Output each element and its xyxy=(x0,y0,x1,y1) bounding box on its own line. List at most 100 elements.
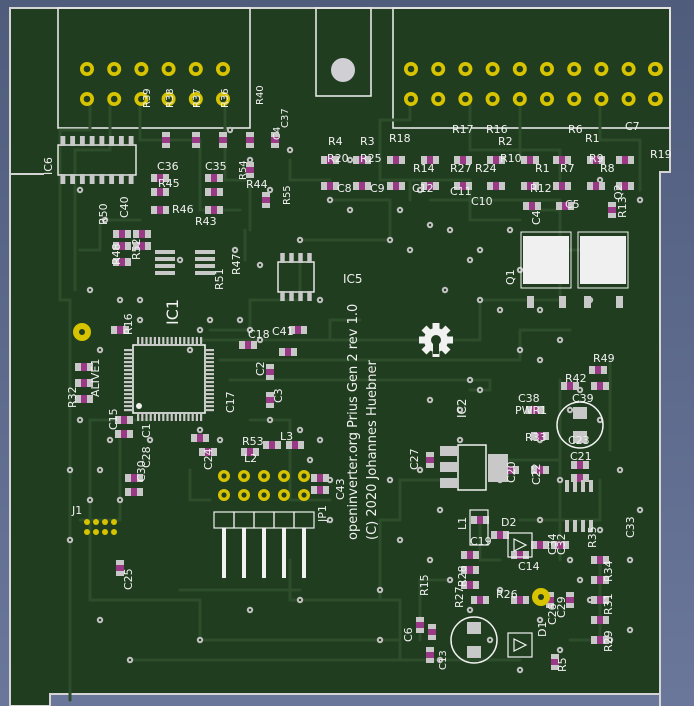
silk-label: R38 xyxy=(165,88,176,108)
electrolytic-cap-1 xyxy=(450,616,498,664)
inductor-l1 xyxy=(469,509,489,546)
smd-pad-37a xyxy=(616,182,622,190)
opamp-pad-1-1 xyxy=(195,257,215,261)
silk-label: C41 xyxy=(272,325,294,338)
trace-0 xyxy=(58,98,92,702)
smd-pad-34a xyxy=(587,156,593,164)
smd-pad-26a xyxy=(454,156,460,164)
smd-pad-89a xyxy=(239,341,245,349)
smd-pad-43a xyxy=(591,382,597,390)
silk-label: R34 xyxy=(602,560,615,582)
silk-label: R48 xyxy=(110,243,123,265)
trace-21 xyxy=(78,438,122,522)
silk-label: R12 xyxy=(530,182,552,195)
small-ic-pad-1-0 xyxy=(565,520,569,532)
silk-label: C23 xyxy=(568,434,590,447)
smd-pad-53a xyxy=(591,556,597,564)
smd-pad-9a xyxy=(151,206,157,214)
diode-2 xyxy=(507,632,533,658)
silk-label: R14 xyxy=(413,162,435,175)
small-ic-pad-1-3 xyxy=(589,520,593,532)
smd-pad-92a xyxy=(289,326,295,334)
silk-label: L2 xyxy=(244,452,257,465)
silk-label: C22 xyxy=(530,463,543,485)
silk-label: R33 xyxy=(525,431,547,444)
silk-label: R37 xyxy=(192,88,203,108)
silk-label: R32 xyxy=(66,386,79,408)
smd-pad-79a xyxy=(191,434,197,442)
silk-label: C29 xyxy=(555,596,568,618)
trace-11 xyxy=(218,328,572,362)
silk-label: C4 xyxy=(272,127,283,140)
silk-label: R16 xyxy=(486,123,508,136)
smd-pad-11a xyxy=(246,162,254,167)
small-ic-pad-0-1 xyxy=(573,480,577,492)
silk-label: R7 xyxy=(560,162,575,175)
j1-pin-top-2 xyxy=(102,519,108,525)
silk-label: C13 xyxy=(438,650,449,670)
opamp-pad-0-1 xyxy=(155,257,175,261)
silk-label: C30 xyxy=(135,460,148,482)
j1-pin-top-0 xyxy=(84,519,90,525)
silk-label: C18 xyxy=(248,328,270,341)
oshw-logo xyxy=(419,323,453,357)
silk-label: IC6 xyxy=(42,157,55,175)
silk-label: C10 xyxy=(471,195,493,208)
silk-label: C32 xyxy=(555,533,568,555)
connector-right-outline xyxy=(392,7,671,129)
ic5-footprint xyxy=(277,261,315,293)
smd-pad-74a xyxy=(75,395,81,403)
smd-pad-83a xyxy=(286,441,292,449)
silk-label: R19 xyxy=(650,148,672,161)
silk-label: R49 xyxy=(593,352,615,365)
silk-label: R13 xyxy=(616,196,629,218)
smd-pad-39a xyxy=(523,202,529,210)
silk-label: C40 xyxy=(118,196,131,218)
silk-label: R28 xyxy=(456,565,469,587)
small-ic-pad-0-2 xyxy=(581,480,585,492)
smd-pad-88a xyxy=(279,348,285,356)
j1-pin-bottom-1 xyxy=(93,529,99,535)
opamp-pad-1-3 xyxy=(195,271,215,275)
smd-pad-59a xyxy=(546,592,554,597)
trace-6 xyxy=(378,98,522,222)
silk-label: R36 xyxy=(220,88,231,108)
silk-label: R25 xyxy=(360,152,382,165)
smd-pad-28a xyxy=(487,156,493,164)
smd-pad-35a xyxy=(587,182,593,190)
opamp-pad-1-2 xyxy=(195,264,215,268)
silk-label: R29 xyxy=(602,630,615,652)
silk-label: R3 xyxy=(360,135,375,148)
mosfet-tab-1 xyxy=(523,236,569,284)
silk-label: C8 xyxy=(337,182,352,195)
trace-28 xyxy=(78,218,142,252)
silk-label: R53 xyxy=(242,435,264,448)
silk-label: C4 xyxy=(530,210,543,225)
silk-label: L3 xyxy=(280,430,293,443)
smd-pad-18a xyxy=(321,156,327,164)
silk-label: R10 xyxy=(500,152,522,165)
silk-label: C2 xyxy=(254,361,267,376)
silk-label: R1 xyxy=(535,162,550,175)
silk-label: C5 xyxy=(565,198,580,211)
silk-label: Q1 xyxy=(504,269,517,285)
smd-pad-49a xyxy=(416,617,424,622)
smd-pad-71a xyxy=(531,466,537,474)
silk-label: C24 xyxy=(202,448,215,470)
opamp-pad-0-0 xyxy=(155,250,175,254)
smd-pad-3a xyxy=(246,132,254,137)
silk-label: C20 xyxy=(505,461,518,483)
smd-pad-64a xyxy=(511,596,517,604)
silk-label: IC1 xyxy=(163,299,182,325)
smd-pad-86a xyxy=(266,364,274,369)
silk-label: R2 xyxy=(498,135,513,148)
smd-pad-44a xyxy=(526,406,532,414)
smd-pad-78a xyxy=(125,488,131,496)
trace-9 xyxy=(598,98,642,192)
smd-pad-14a xyxy=(133,230,139,238)
smd-pad-84a xyxy=(311,474,317,482)
j1-pin-bottom-0 xyxy=(84,529,90,535)
silk-label: C21 xyxy=(570,450,592,463)
smd-pad-33a xyxy=(553,182,559,190)
